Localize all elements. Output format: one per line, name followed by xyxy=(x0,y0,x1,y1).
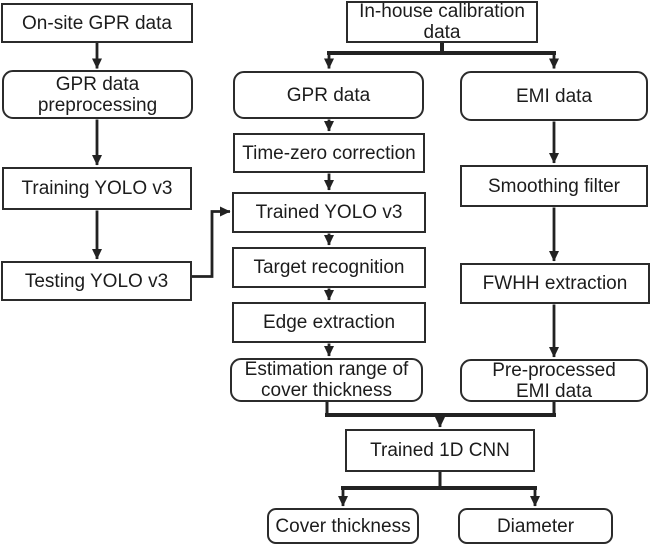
node-fwhh-extraction: FWHH extraction xyxy=(460,263,650,304)
node-preprocessed-emi-data: Pre-processed EMI data xyxy=(460,359,648,402)
node-time-zero-correction: Time-zero correction xyxy=(233,133,425,173)
node-estimation-range-cover-thickness: Estimation range of cover thickness xyxy=(230,358,423,402)
node-cover-thickness: Cover thickness xyxy=(267,508,419,544)
node-onsite-gpr-data: On-site GPR data xyxy=(1,3,193,43)
node-trained-1d-cnn: Trained 1D CNN xyxy=(345,429,535,472)
node-training-yolo-v3: Training YOLO v3 xyxy=(2,167,192,210)
node-gpr-data-preprocessing: GPR data preprocessing xyxy=(2,70,193,119)
node-gpr-data: GPR data xyxy=(233,71,424,119)
node-smoothing-filter: Smoothing filter xyxy=(460,165,648,207)
node-trained-yolo-v3: Trained YOLO v3 xyxy=(232,192,426,233)
node-diameter: Diameter xyxy=(458,508,613,544)
node-testing-yolo-v3: Testing YOLO v3 xyxy=(1,261,192,301)
node-edge-extraction: Edge extraction xyxy=(232,302,426,343)
node-emi-data: EMI data xyxy=(460,71,648,121)
node-target-recognition: Target recognition xyxy=(232,247,426,288)
node-inhouse-calibration-data: In-house calibration data xyxy=(346,1,538,43)
edge-testing-to-trained-yolo xyxy=(192,206,231,278)
